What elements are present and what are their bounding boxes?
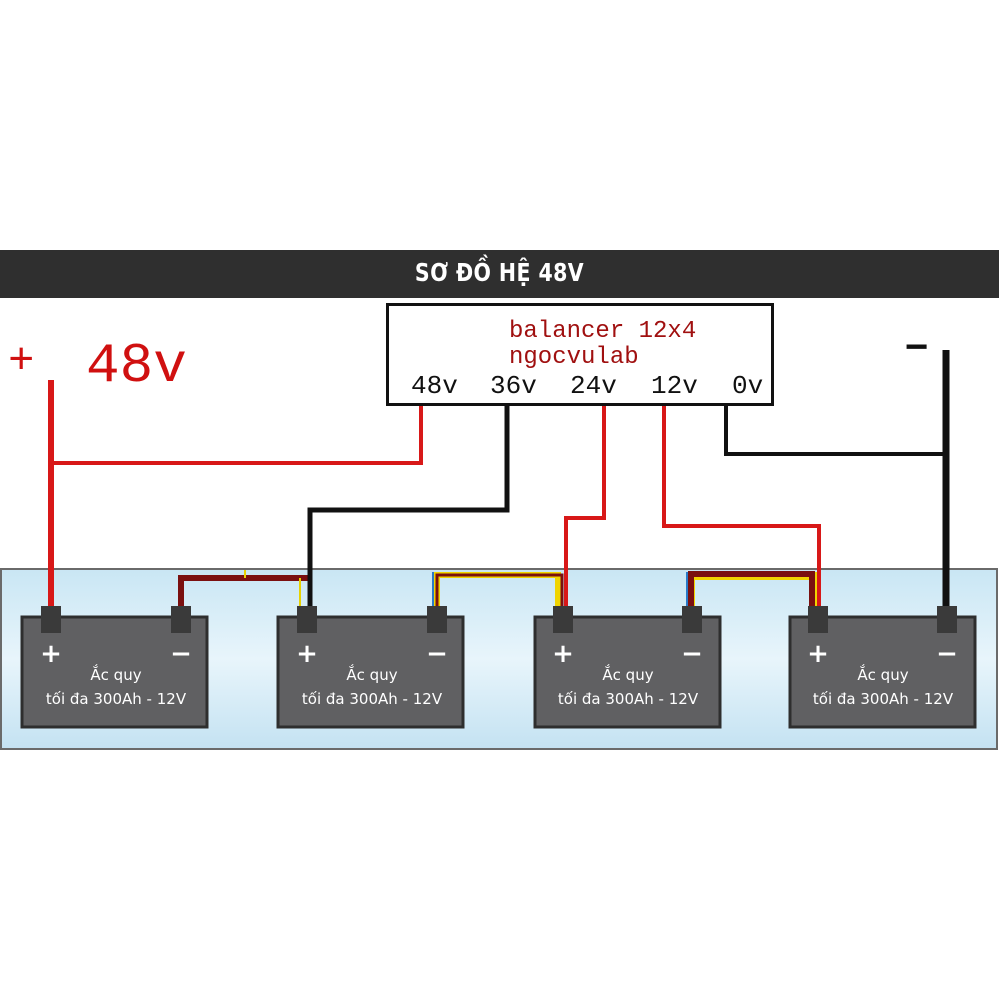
battery-4-negative-terminal <box>937 606 957 633</box>
battery-4-minus-sign: − <box>936 639 958 669</box>
battery-1-name: Ắc quy <box>90 663 141 684</box>
battery-2 <box>276 606 465 729</box>
battery-1-minus-sign: − <box>170 639 192 669</box>
positive-main-wire <box>48 380 423 612</box>
battery-3 <box>533 606 722 729</box>
battery-1-positive-terminal <box>41 606 61 633</box>
title-bar <box>0 250 999 298</box>
battery-4-name: Ắc quy <box>857 663 908 684</box>
tap-label-12v: 12v <box>651 371 698 401</box>
battery-1-plus-sign: + <box>40 639 62 669</box>
battery-3-negative-terminal <box>682 606 702 633</box>
tap-label-24v: 24v <box>570 371 617 401</box>
battery-1-spec: tối đa 300Ah - 12V <box>46 690 187 708</box>
battery-2-plus-sign: + <box>296 639 318 669</box>
tap-label-36v: 36v <box>490 371 537 401</box>
battery-2-minus-sign: − <box>426 639 448 669</box>
tap-wire-36v <box>307 406 510 612</box>
tap-label-48v: 48v <box>411 371 458 401</box>
battery-2-spec: tối đa 300Ah - 12V <box>302 690 443 708</box>
battery-4-positive-terminal <box>808 606 828 633</box>
battery-2-positive-terminal <box>297 606 317 633</box>
series-link-3-4 <box>686 571 819 612</box>
tap-wire-12v <box>662 406 821 612</box>
battery-3-minus-sign: − <box>681 639 703 669</box>
balancer-author: ngocvulab <box>509 344 639 371</box>
battery-4-plus-sign: + <box>807 639 829 669</box>
battery-4 <box>788 606 977 729</box>
battery-3-name: Ắc quy <box>602 663 653 684</box>
battery-4-spec: tối đa 300Ah - 12V <box>813 690 954 708</box>
balancer-name: balancer 12x4 <box>509 318 697 345</box>
balancer-module: balancer 12x4 ngocvulab 48v 36v 24v 12v … <box>386 303 774 406</box>
battery-2-negative-terminal <box>427 606 447 633</box>
positive-sign-label: + <box>8 337 35 387</box>
diagram-title: SƠ ĐỒ HỆ 48V <box>414 258 585 287</box>
tap-label-0v: 0v <box>732 371 764 401</box>
battery-1 <box>20 606 209 729</box>
positive-voltage-label: 48v <box>86 334 187 398</box>
battery-2-name: Ắc quy <box>346 663 397 684</box>
series-link-2-3 <box>432 572 564 612</box>
tap-wire-0v <box>724 406 945 456</box>
battery-3-spec: tối đa 300Ah - 12V <box>558 690 699 708</box>
battery-1-negative-terminal <box>171 606 191 633</box>
tap-wire-24v <box>564 406 606 612</box>
battery-3-positive-terminal <box>553 606 573 633</box>
negative-sign-label: − <box>905 325 929 369</box>
battery-3-plus-sign: + <box>552 639 574 669</box>
